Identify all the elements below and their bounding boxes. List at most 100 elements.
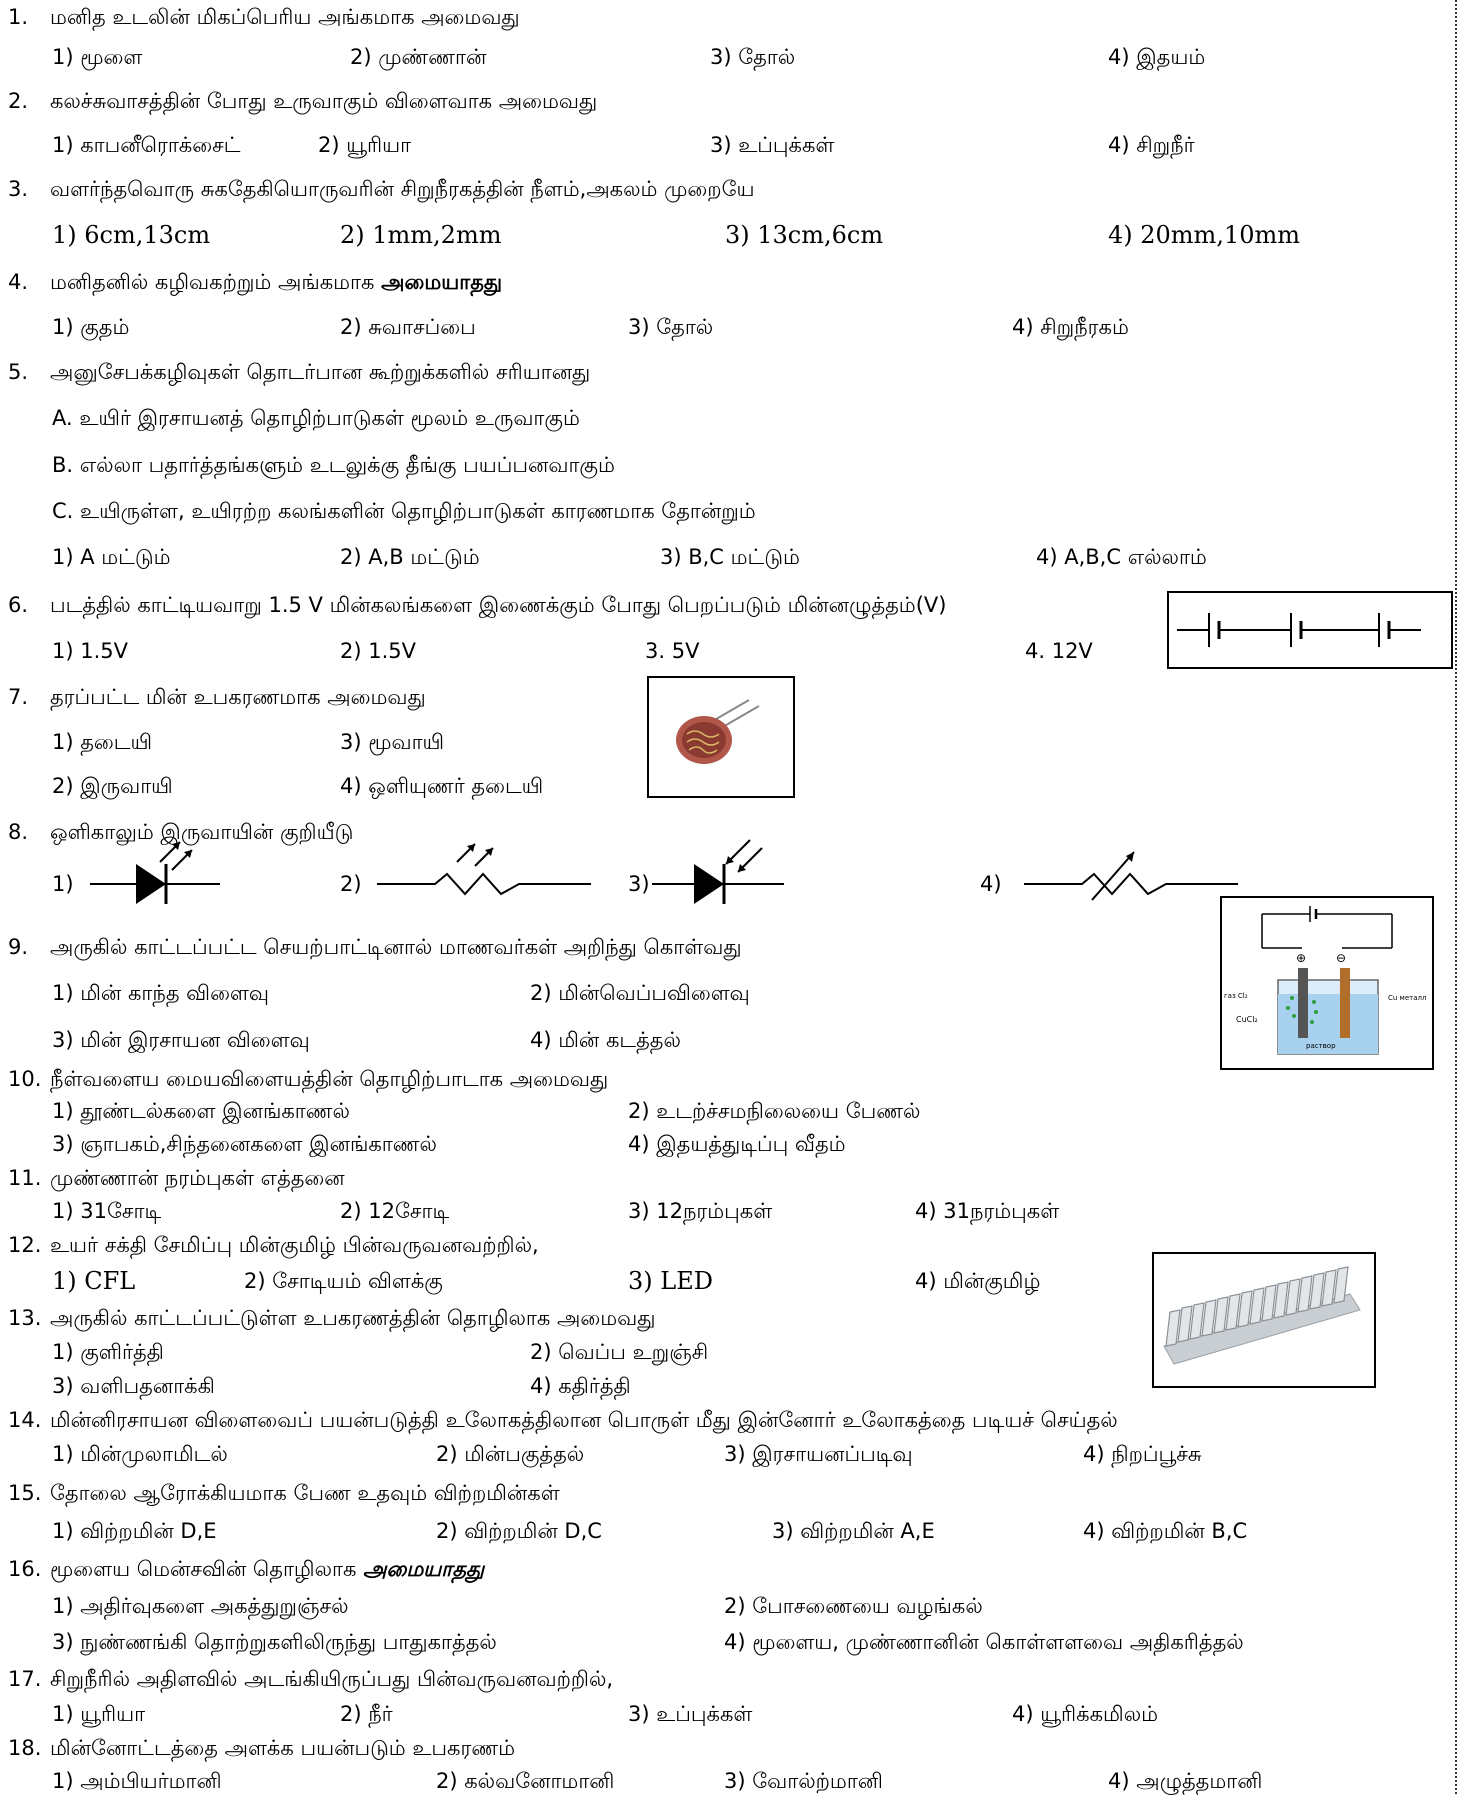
heat-sink-photo-icon [1163, 1266, 1361, 1365]
option: 3) தோல் [710, 45, 796, 69]
option: 1) 1.5V [52, 639, 128, 663]
option: 4) 20mm,10mm [1108, 221, 1300, 249]
option: 4) மின்குமிழ் [915, 1269, 1041, 1293]
question-number: 5. [8, 360, 29, 384]
option: 1) மின் காந்த விளைவு [52, 981, 269, 1005]
option: 2) உடற்ச்சமநிலையை பேணல் [628, 1099, 921, 1123]
option: 2) முண்ணான் [350, 45, 487, 69]
option: 3) தோல் [628, 315, 714, 339]
option: 4) சிறுநீரகம் [1012, 315, 1129, 339]
cathode-label: ⊖ [1336, 951, 1346, 965]
option: 1) A மட்டும் [52, 545, 171, 569]
electrolysis-figure: ⊕ ⊖ газ Cl₂ Cu металл CuCl₂ раствор [1220, 896, 1434, 1070]
option: 4) மூளைய, முண்ணானின் கொள்ளளவை அதிகரித்தல… [724, 1630, 1244, 1654]
option: 4) யூரிக்கமிலம் [1012, 1702, 1159, 1726]
electrolysis-cell-icon: ⊕ ⊖ газ Cl₂ Cu металл CuCl₂ раствор [1224, 906, 1426, 1055]
option: 3) ஞாபகம்,சிந்தனைகளை இனங்காணல் [52, 1132, 437, 1156]
option: 1) 6cm,13cm [52, 221, 211, 249]
question-number: 8. [8, 820, 29, 844]
question-number: 3. [8, 177, 29, 201]
option: 3) விற்றமின் A,E [772, 1519, 935, 1543]
option: 1) குளிர்த்தி [52, 1340, 164, 1364]
option: 2) கல்வனோமானி [436, 1769, 615, 1793]
option: 2) 1mm,2mm [340, 221, 502, 249]
question-text: மின்னோட்டத்தை அளக்க பயன்படும் உபகரணம் [50, 1736, 515, 1760]
statement: B. எல்லா பதார்த்தங்களும் உடலுக்கு தீங்கு… [52, 453, 615, 477]
question-text: அருகில் காட்டப்பட்ட செயற்பாட்டினால் மாணவ… [50, 935, 742, 959]
question-text: அருகில் காட்டப்பட்டுள்ள உபகரணத்தின் தொழி… [50, 1306, 656, 1330]
question-number: 1. [8, 5, 29, 29]
ldr-symbol-icon [377, 843, 591, 896]
question-text: மனித உடலின் மிகப்பெரிய அங்கமாக அமைவது [50, 5, 520, 29]
question-number: 17. [8, 1667, 42, 1691]
option: 4) அழுத்தமானி [1108, 1769, 1263, 1793]
question-number: 14. [8, 1408, 42, 1432]
option: 2) யூரியா [318, 133, 412, 157]
ldr-figure [647, 676, 795, 798]
option: 3. 5V [645, 639, 700, 663]
question-number: 12. [8, 1233, 42, 1257]
question-text: ஒளிகாலும் இருவாயின் குறியீடு [50, 820, 354, 844]
question-number: 2. [8, 89, 29, 113]
solution-label: раствор [1306, 1042, 1336, 1050]
question-number: 16. [8, 1557, 42, 1581]
question-text: தோலை ஆரோக்கியமாக பேண உதவும் விற்றமின்கள் [50, 1481, 560, 1505]
question-number: 11. [8, 1166, 42, 1190]
option: 1) CFL [52, 1267, 136, 1295]
option: 2) வெப்ப உறுஞ்சி [530, 1340, 709, 1364]
option: 3) B,C மட்டும் [660, 545, 800, 569]
option: 1) மின்முலாமிடல் [52, 1442, 228, 1466]
option: 4) மின் கடத்தல் [530, 1028, 681, 1052]
question-text: சிறுநீரில் அதிளவில் அடங்கியிருப்பது பின்… [50, 1667, 614, 1691]
question-number: 18. [8, 1736, 42, 1760]
cucl2-label: CuCl₂ [1236, 1015, 1258, 1024]
option: 3) [628, 872, 650, 896]
option: 2) விற்றமின் D,C [436, 1519, 602, 1543]
question-number: 7. [8, 685, 29, 709]
question-text: வளர்ந்தவொரு சுகதேகியொருவரின் சிறுநீரகத்த… [50, 177, 755, 201]
option: 2) மின்வெப்பவிளைவு [530, 981, 750, 1005]
question-text-wrap: மூளைய மென்சவின் தொழிலாக அமையாதது [50, 1552, 484, 1586]
option: 1) [52, 872, 74, 896]
option: 3) 12நரம்புகள் [628, 1199, 773, 1223]
option: 3) LED [628, 1267, 713, 1295]
option: 1) தூண்டல்களை இனங்காணல் [52, 1099, 350, 1123]
battery-cells-icon [1177, 613, 1421, 647]
question-number: 13. [8, 1306, 42, 1330]
option: 1) காபனீரொக்சைட் [52, 133, 241, 157]
cu-label: Cu металл [1388, 994, 1426, 1002]
heat-sink-figure [1152, 1252, 1376, 1388]
option: 3) 13cm,6cm [725, 221, 884, 249]
question-text: கலச்சுவாசத்தின் போது உருவாகும் விளைவாக அ… [50, 89, 598, 113]
question-text-emphasis: அமையாதது [381, 270, 503, 294]
option: 2) சோடியம் விளக்கு [244, 1269, 443, 1293]
photodiode-symbol-icon [652, 839, 784, 904]
question-text: அனுசேபக்கழிவுகள் தொடர்பான கூற்றுக்களில் … [50, 360, 591, 384]
option: 1) 31சோடி [52, 1199, 162, 1223]
option: 3) வளிபதனாக்கி [52, 1374, 215, 1398]
question-text: படத்தில் காட்டியவாறு 1.5 V மின்கலங்களை இ… [50, 593, 947, 617]
question-text: மூளைய மென்சவின் தொழிலாக [50, 1557, 357, 1581]
question-text: தரப்பட்ட மின் உபகரணமாக அமைவது [50, 685, 426, 709]
variable-resistor-symbol-icon [1024, 851, 1238, 901]
question-number: 15. [8, 1481, 42, 1505]
option: 2) மின்பகுத்தல் [436, 1442, 585, 1466]
option: 1) தடையி [52, 730, 153, 754]
option: 3) வோல்ற்மானி [724, 1769, 883, 1793]
battery-figure [1167, 591, 1453, 669]
option: 1) யூரியா [52, 1702, 146, 1726]
led-symbol-icon [90, 841, 220, 904]
question-text: மின்னிரசாயன விளைவைப் பயன்படுத்தி உலோகத்த… [50, 1408, 1118, 1432]
gas-label: газ Cl₂ [1224, 992, 1248, 1000]
question-number: 10. [8, 1067, 42, 1091]
option: 3) மூவாயி [340, 730, 445, 754]
question-number: 9. [8, 935, 29, 959]
option: 3) நுண்ணங்கி தொற்றுகளிலிருந்து பாதுகாத்த… [52, 1630, 497, 1654]
option: 4) விற்றமின் B,C [1083, 1519, 1248, 1543]
question-text: நீள்வளைய மையவிளையத்தின் தொழிற்பாடாக அமைவ… [50, 1067, 609, 1091]
option: 4) [980, 872, 1002, 896]
option: 2) போசணையை வழங்கல் [724, 1594, 983, 1618]
question-text-emphasis: அமையாதது [363, 1557, 485, 1581]
option: 1) அதிர்வுகளை அகத்துறுஞ்சல் [52, 1594, 349, 1618]
